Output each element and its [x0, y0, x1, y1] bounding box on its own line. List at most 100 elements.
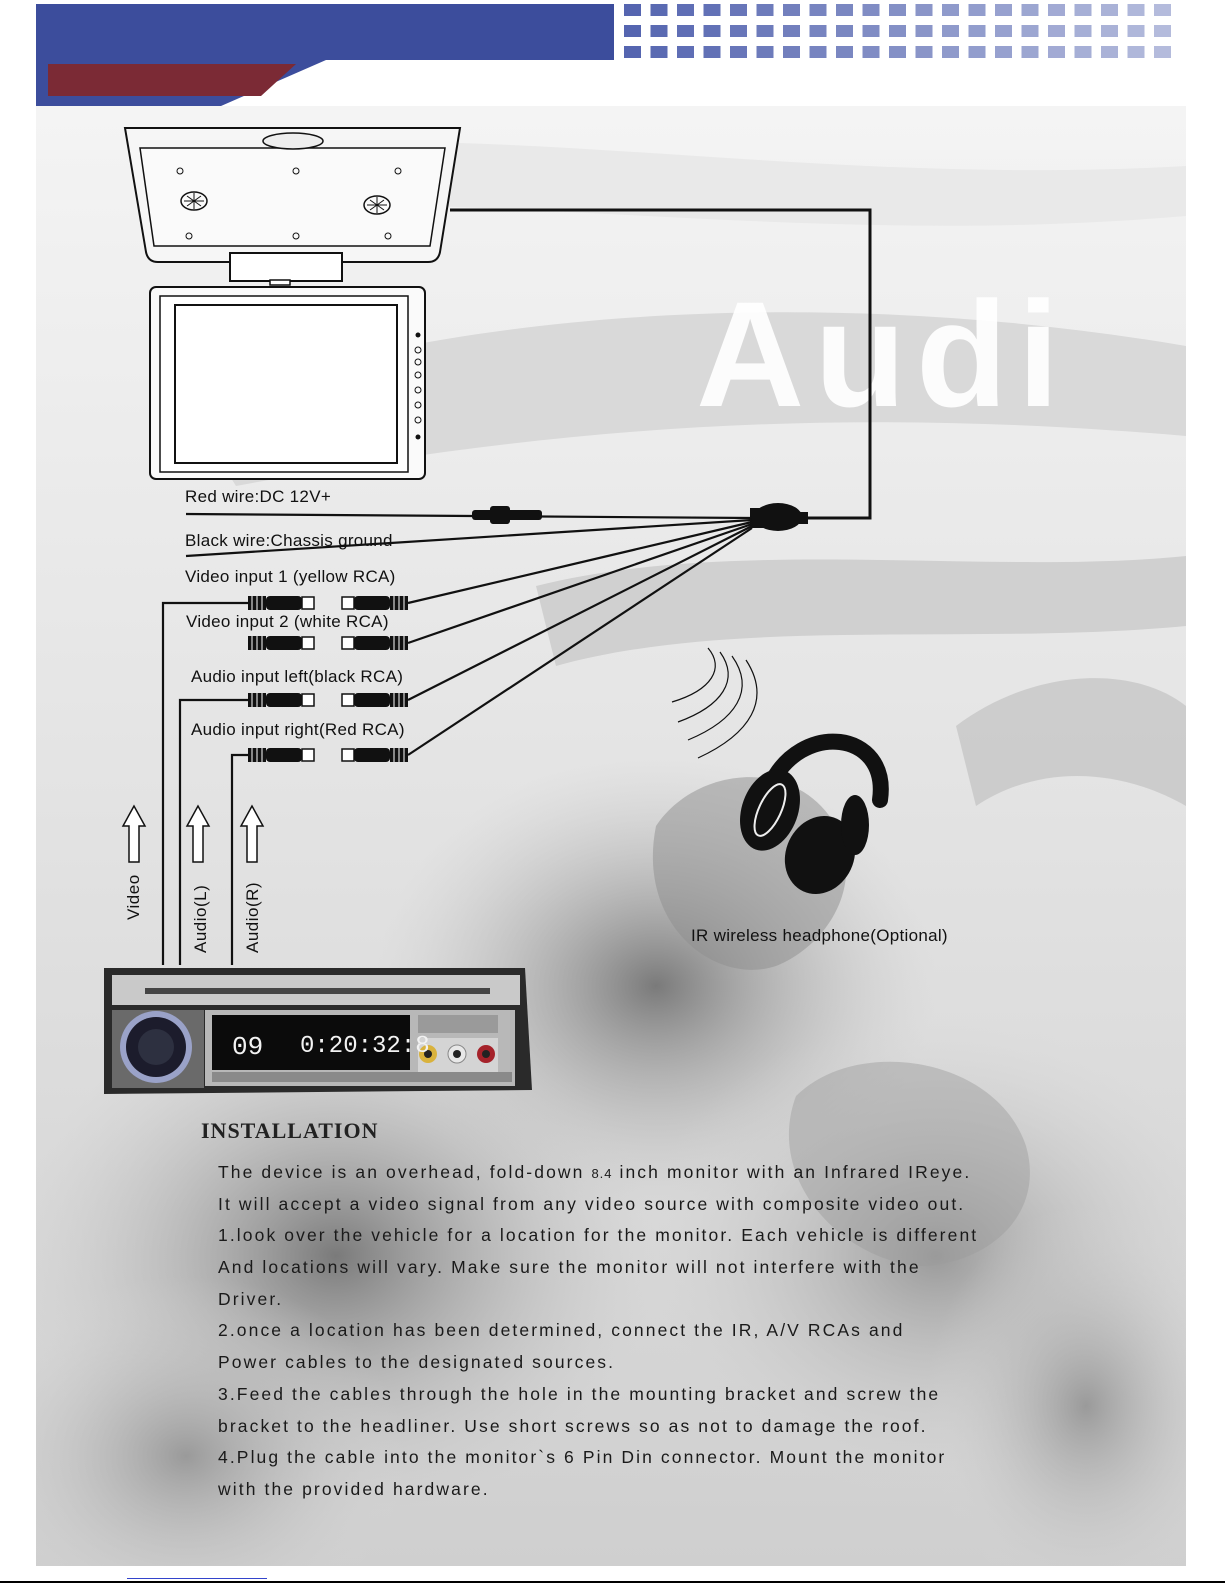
header-dot	[809, 4, 827, 16]
installation-body: The device is an overhead, fold-down 8.4…	[218, 1157, 1058, 1506]
header-dot	[836, 25, 853, 37]
header-dot	[1127, 25, 1145, 37]
header-dot	[730, 25, 747, 37]
header-dot	[836, 46, 853, 58]
header-dot	[1074, 46, 1092, 58]
header-dot	[1048, 46, 1065, 58]
label-black-wire: Black wire:Chassis ground	[185, 531, 393, 550]
installation-line: 4.Plug the cable into the monitor`s 6 Pi…	[218, 1447, 947, 1468]
header-dot	[677, 4, 694, 16]
header-dot	[942, 4, 959, 16]
label-arrow-audio-r: Audio(R)	[243, 881, 262, 953]
header-dot	[730, 4, 747, 16]
header-dot	[756, 25, 774, 37]
header-dot	[862, 46, 880, 58]
header-dot	[703, 46, 721, 58]
header-dot	[677, 46, 694, 58]
header-band	[36, 4, 614, 106]
background-photo: Audi	[36, 106, 1186, 1566]
rca-plug-source	[248, 636, 315, 650]
header-dot	[915, 25, 933, 37]
header-dot	[1101, 4, 1118, 16]
header-dot	[915, 4, 933, 16]
speaker-grille-right	[363, 195, 391, 215]
audio-r-up-arrow-icon	[239, 804, 265, 863]
installation-line: Driver.	[218, 1288, 284, 1309]
dvd-head-unit: 09 0:20:32:8	[104, 968, 532, 1094]
header-dot	[1127, 4, 1145, 16]
header-dot	[889, 25, 906, 37]
header-dot	[809, 46, 827, 58]
header-dot	[1154, 4, 1171, 16]
head-unit-track-display: 09	[232, 1032, 263, 1062]
header-dot	[624, 25, 641, 37]
fan-out-wires	[185, 512, 753, 756]
ir-signal-waves-icon	[671, 647, 758, 759]
installation-line: Power cables to the designated sources.	[218, 1352, 616, 1373]
label-red-wire: Red wire:DC 12V+	[185, 487, 332, 506]
footer-link-underline	[127, 1578, 267, 1579]
rca-connectors	[248, 596, 408, 762]
installation-line: The device is an overhead, fold-down 8.4…	[218, 1157, 1058, 1189]
header-dot	[650, 4, 668, 16]
header-dot	[942, 25, 959, 37]
header-dot	[995, 4, 1012, 16]
monitor-screen	[149, 286, 426, 480]
header-dot	[703, 25, 721, 37]
inline-fuse	[472, 506, 542, 524]
header-dot	[889, 4, 906, 16]
label-arrow-video: Video	[124, 874, 143, 920]
installation-line: with the provided hardware.	[218, 1478, 490, 1499]
header-dot	[756, 4, 774, 16]
header-dot	[968, 46, 986, 58]
header-dot	[624, 46, 641, 58]
header-dot	[1127, 46, 1145, 58]
label-audio-right: Audio input right(Red RCA)	[191, 720, 405, 739]
header-dot	[942, 46, 959, 58]
header-dot	[1074, 4, 1092, 16]
source-feed-wires	[161, 601, 248, 965]
header-dot	[783, 46, 800, 58]
video-up-arrow-icon	[121, 804, 147, 863]
header-dot	[1048, 4, 1065, 16]
cable-connector-hub	[750, 503, 808, 531]
installation-title: INSTALLATION	[201, 1118, 379, 1143]
label-video-input-2: Video input 2 (white RCA)	[186, 612, 389, 631]
header-dot	[756, 46, 774, 58]
header-dot	[1021, 25, 1039, 37]
header-dot	[783, 4, 800, 16]
header-dot	[624, 4, 641, 16]
rca-plug-source	[248, 596, 315, 610]
label-video-input-1: Video input 1 (yellow RCA)	[185, 567, 396, 586]
signal-direction-arrows	[121, 804, 265, 863]
rca-plug-monitor	[341, 596, 408, 610]
header-dot	[1021, 46, 1039, 58]
main-monitor-cable	[450, 208, 872, 520]
monitor-size-value: 8.4	[591, 1166, 613, 1181]
header-dot	[889, 46, 906, 58]
header-dot	[650, 46, 668, 58]
header-dot	[650, 25, 668, 37]
header-dot	[968, 4, 986, 16]
rca-plug-monitor	[341, 693, 408, 707]
header-dot	[703, 4, 721, 16]
label-arrow-audio-l: Audio(L)	[191, 884, 210, 953]
header-dot	[1101, 25, 1118, 37]
installation-line: bracket to the headliner. Use short scre…	[218, 1415, 928, 1436]
rca-plug-monitor	[341, 636, 408, 650]
label-audio-left: Audio input left(black RCA)	[191, 667, 404, 686]
installation-line-part: The device is an overhead, fold-down	[218, 1162, 592, 1182]
header-dot	[1154, 25, 1171, 37]
installation-line: 3.Feed the cables through the hole in th…	[218, 1383, 941, 1404]
speaker-grille-left	[180, 191, 208, 211]
installation-line: It will accept a video signal from any v…	[218, 1193, 966, 1214]
header-dot	[862, 4, 880, 16]
header-dot	[1048, 25, 1065, 37]
monitor-housing	[123, 127, 462, 286]
header-dot	[783, 25, 800, 37]
header-dot	[915, 46, 933, 58]
installation-line-part: inch monitor with an Infrared IReye.	[612, 1162, 972, 1182]
header-dot	[995, 46, 1012, 58]
